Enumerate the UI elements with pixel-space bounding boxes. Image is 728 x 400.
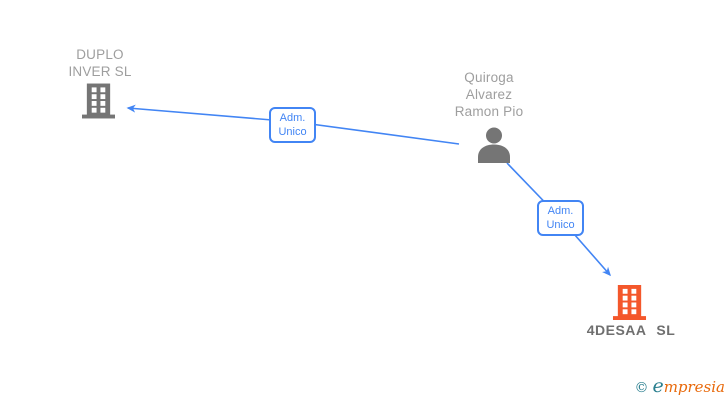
person-quiroga-node[interactable]	[474, 127, 514, 168]
relation-label-adm-unico-2[interactable]: Adm. Unico	[537, 200, 584, 236]
watermark-brand-text: mpresia	[663, 378, 725, 396]
relation-label-line: Adm.	[547, 205, 574, 217]
person-name-line: Alvarez	[465, 87, 513, 102]
empresia-watermark[interactable]: ©empresia	[634, 375, 725, 397]
relation-label-line: Adm.	[279, 112, 306, 124]
company-name-line: INVER SL	[68, 64, 132, 79]
person-quiroga-name[interactable]: Quiroga Alvarez Ramon Pio	[424, 69, 554, 120]
relation-label-adm-unico-1[interactable]: Adm. Unico	[269, 107, 316, 143]
company-duplo-inver-name[interactable]: DUPLO INVER SL	[38, 46, 162, 80]
company-duplo-inver-node[interactable]	[82, 83, 115, 124]
person-icon	[474, 127, 514, 167]
relation-label-line: Unico	[546, 219, 575, 231]
watermark-brand-initial: e	[652, 375, 664, 397]
company-4desaa-name[interactable]: 4DESAA SL	[586, 322, 676, 338]
building-icon	[82, 83, 115, 123]
person-name-line: Quiroga	[464, 70, 514, 85]
company-4desaa-node[interactable]	[612, 285, 647, 325]
relation-label-line: Unico	[278, 126, 307, 138]
person-name-line: Ramon Pio	[454, 104, 524, 119]
copyright-icon: ©	[634, 380, 649, 396]
company-name-line: DUPLO	[76, 47, 124, 62]
building-icon	[612, 285, 647, 324]
